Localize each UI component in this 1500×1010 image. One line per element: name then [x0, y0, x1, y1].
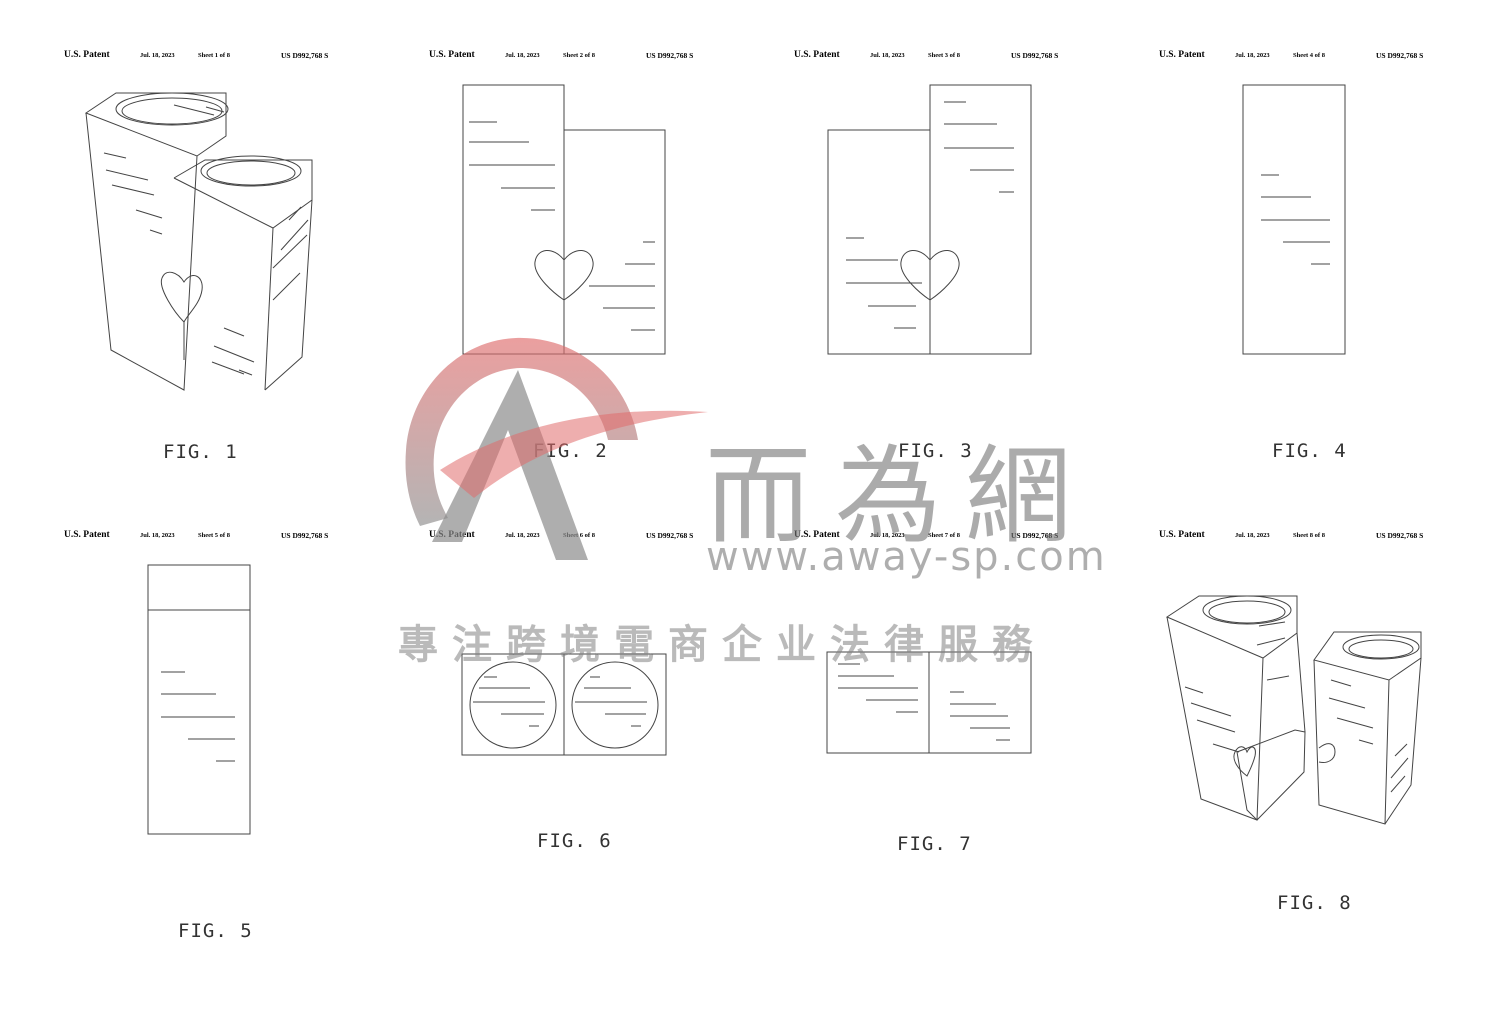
patent-label: U.S. Patent — [794, 50, 840, 60]
figure-label: FIG. 4 — [1272, 440, 1347, 462]
patent-label: U.S. Patent — [429, 50, 475, 60]
patent-number: US D992,768 S — [1011, 51, 1059, 60]
patent-sheet-2: U.S. Patent Jul. 18, 2023 Sheet 2 of 8 U… — [429, 50, 794, 530]
sheet-header: U.S. Patent Jul. 18, 2023 Sheet 5 of 8 U… — [64, 530, 364, 544]
sheet-number: Sheet 3 of 8 — [928, 52, 960, 59]
patent-date: Jul. 18, 2023 — [140, 532, 175, 539]
patent-number: US D992,768 S — [1376, 51, 1424, 60]
fig-7-drawing — [826, 651, 1032, 754]
fig-6-drawing — [461, 653, 667, 756]
sheet-number: Sheet 4 of 8 — [1293, 52, 1325, 59]
patent-sheet-5: U.S. Patent Jul. 18, 2023 Sheet 5 of 8 U… — [64, 530, 429, 1010]
patent-label: U.S. Patent — [64, 530, 110, 540]
figure-label: FIG. 3 — [898, 440, 973, 462]
patent-number: US D992,768 S — [281, 51, 329, 60]
fig-1-drawing — [84, 92, 313, 391]
patent-label: U.S. Patent — [64, 50, 110, 60]
sheet-number: Sheet 8 of 8 — [1293, 532, 1325, 539]
figure-label: FIG. 5 — [178, 920, 253, 942]
sheet-number: Sheet 2 of 8 — [563, 52, 595, 59]
patent-date: Jul. 18, 2023 — [140, 52, 175, 59]
patent-date: Jul. 18, 2023 — [870, 532, 905, 539]
patent-number: US D992,768 S — [646, 531, 694, 540]
figure-label: FIG. 1 — [163, 441, 238, 463]
figure-label: FIG. 2 — [533, 440, 608, 462]
patent-number: US D992,768 S — [1011, 531, 1059, 540]
patent-number: US D992,768 S — [281, 531, 329, 540]
sheet-number: Sheet 7 of 8 — [928, 532, 960, 539]
fig-2-drawing — [462, 84, 666, 355]
patent-sheet-8: U.S. Patent Jul. 18, 2023 Sheet 8 of 8 U… — [1159, 530, 1500, 1010]
sheet-header: U.S. Patent Jul. 18, 2023 Sheet 3 of 8 U… — [794, 50, 1094, 64]
figure-label: FIG. 8 — [1277, 892, 1352, 914]
fig-5-drawing — [147, 564, 251, 835]
sheet-header: U.S. Patent Jul. 18, 2023 Sheet 1 of 8 U… — [64, 50, 364, 64]
figure-label: FIG. 7 — [897, 833, 972, 855]
patent-sheet-1: U.S. Patent Jul. 18, 2023 Sheet 1 of 8 U… — [64, 50, 429, 530]
patent-date: Jul. 18, 2023 — [870, 52, 905, 59]
patent-date: Jul. 18, 2023 — [1235, 52, 1270, 59]
figure-label: FIG. 6 — [537, 830, 612, 852]
patent-sheet-3: U.S. Patent Jul. 18, 2023 Sheet 3 of 8 U… — [794, 50, 1159, 530]
sheet-header: U.S. Patent Jul. 18, 2023 Sheet 2 of 8 U… — [429, 50, 729, 64]
sheet-header: U.S. Patent Jul. 18, 2023 Sheet 8 of 8 U… — [1159, 530, 1459, 544]
patent-number: US D992,768 S — [646, 51, 694, 60]
sheet-header: U.S. Patent Jul. 18, 2023 Sheet 7 of 8 U… — [794, 530, 1094, 544]
patent-sheet-7: U.S. Patent Jul. 18, 2023 Sheet 7 of 8 U… — [794, 530, 1159, 1010]
patent-label: U.S. Patent — [794, 530, 840, 540]
patent-label: U.S. Patent — [1159, 530, 1205, 540]
fig-8-drawing — [1165, 595, 1422, 825]
sheet-number: Sheet 5 of 8 — [198, 532, 230, 539]
patent-date: Jul. 18, 2023 — [505, 52, 540, 59]
patent-date: Jul. 18, 2023 — [1235, 532, 1270, 539]
fig-3-drawing — [827, 84, 1032, 355]
patent-label: U.S. Patent — [1159, 50, 1205, 60]
sheet-header: U.S. Patent Jul. 18, 2023 Sheet 4 of 8 U… — [1159, 50, 1459, 64]
fig-4-drawing — [1242, 84, 1346, 355]
sheet-number: Sheet 1 of 8 — [198, 52, 230, 59]
patent-number: US D992,768 S — [1376, 531, 1424, 540]
patent-sheet-4: U.S. Patent Jul. 18, 2023 Sheet 4 of 8 U… — [1159, 50, 1500, 530]
patent-sheet-6: U.S. Patent Jul. 18, 2023 Sheet 6 of 8 U… — [429, 530, 794, 1010]
